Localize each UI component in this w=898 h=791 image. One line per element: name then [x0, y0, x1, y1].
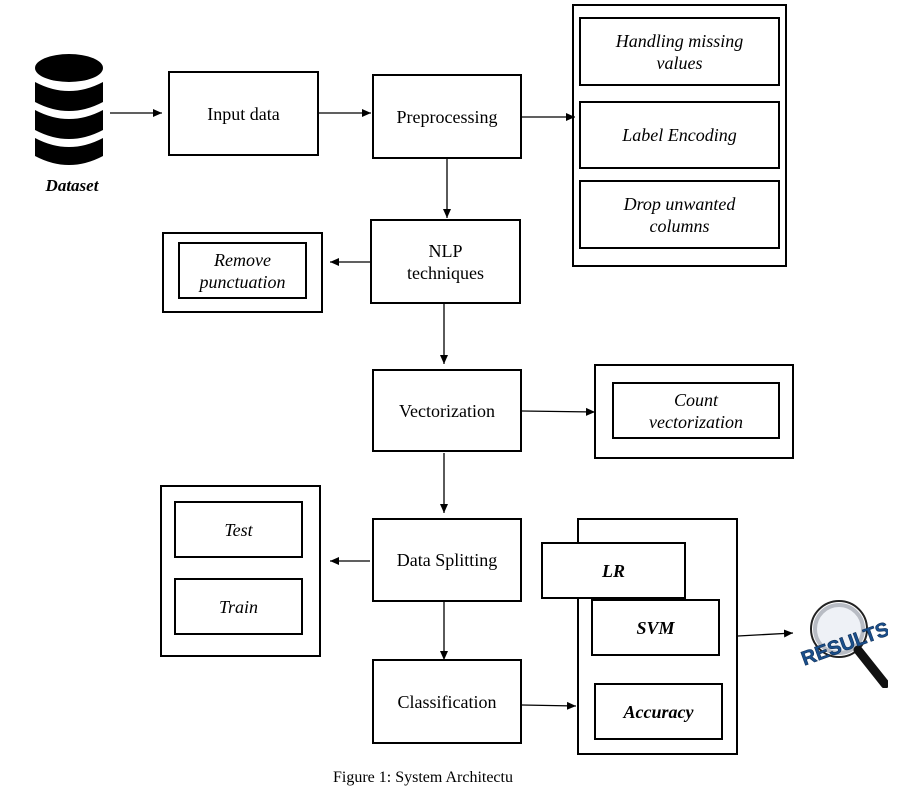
step-drop-columns-label: Drop unwanted columns — [623, 193, 736, 236]
step-handling-missing: Handling missing values — [579, 17, 780, 86]
step-count-vectorization: Count vectorization — [612, 382, 780, 439]
split-sets-group — [160, 485, 321, 657]
database-icon — [35, 54, 103, 165]
input-data-box: Input data — [168, 71, 319, 156]
arrow-vectorization-to-count — [521, 407, 596, 416]
step-label-encoding: Label Encoding — [579, 101, 780, 169]
figure-caption: Figure 1: System Architectu — [333, 769, 513, 786]
dataset-label: Dataset — [45, 176, 99, 195]
step-handling-missing-label: Handling missing values — [615, 30, 744, 73]
model-accuracy: Accuracy — [594, 683, 723, 740]
nlp-label: NLP techniques — [407, 240, 484, 283]
preprocessing-label: Preprocessing — [396, 106, 498, 127]
step-remove-punctuation: Remove punctuation — [178, 242, 307, 299]
model-svm-label: SVM — [636, 617, 675, 638]
step-count-vectorization-label: Count vectorization — [649, 389, 743, 432]
classification-label: Classification — [397, 691, 497, 712]
classification-box: Classification — [372, 659, 522, 744]
data-splitting-label: Data Splitting — [396, 550, 498, 570]
vectorization-label: Vectorization — [399, 400, 495, 421]
model-svm: SVM — [591, 599, 720, 656]
data-splitting-box: Data Splitting — [372, 518, 522, 602]
vectorization-steps-group — [594, 364, 794, 459]
models-group — [577, 518, 738, 755]
model-accuracy-label: Accuracy — [623, 701, 694, 722]
model-lr-label: LR — [601, 560, 625, 581]
set-train-label: Train — [218, 596, 259, 617]
preprocessing-box: Preprocessing — [372, 74, 522, 159]
input-data-label: Input data — [207, 103, 280, 124]
step-drop-columns: Drop unwanted columns — [579, 180, 780, 249]
nlp-steps-group — [162, 232, 323, 313]
set-test: Test — [174, 501, 303, 558]
arrow-models-to-results — [737, 629, 794, 638]
arrow-classification-to-models — [521, 701, 577, 710]
set-train: Train — [174, 578, 303, 635]
magnifier-results-icon: RESULTS — [798, 600, 888, 688]
step-label-encoding-label: Label Encoding — [622, 125, 737, 145]
nlp-box: NLP techniques — [370, 219, 521, 304]
vectorization-box: Vectorization — [372, 369, 522, 452]
preprocessing-steps-group — [572, 4, 787, 267]
model-lr: LR — [541, 542, 686, 599]
step-remove-punctuation-label: Remove punctuation — [199, 249, 286, 292]
set-test-label: Test — [224, 519, 253, 540]
